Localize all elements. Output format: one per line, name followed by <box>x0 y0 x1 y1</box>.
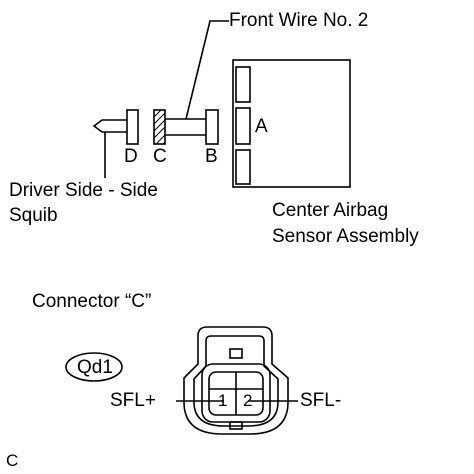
squib-wire-end <box>92 119 103 133</box>
figure-tag: C <box>6 451 19 470</box>
driver-squib-label-line2: Squib <box>9 205 58 226</box>
sensor-slot-top <box>235 66 251 103</box>
connector-code-label: Qd1 <box>77 357 113 378</box>
connector-a-label: A <box>255 116 268 137</box>
sfl-minus-label: SFL- <box>300 390 342 411</box>
connector-face <box>65 326 298 435</box>
sensor-assembly-body <box>232 59 351 188</box>
sensor-label-line1: Center Airbag <box>272 200 389 221</box>
sensor-label-line2: Sensor Assembly <box>272 226 419 247</box>
sfl-plus-label: SFL+ <box>110 390 156 411</box>
connector-bottom-key <box>229 421 243 430</box>
connector-lock-tab <box>229 348 243 359</box>
driver-squib-label-line1: Driver Side - Side <box>9 180 158 201</box>
connector-housing-outer <box>183 326 289 435</box>
connector-c-hatch <box>153 109 166 145</box>
connector-b-shape <box>205 109 219 145</box>
connector-b-label: B <box>205 146 218 167</box>
pin-1-label: 1 <box>218 391 228 410</box>
sensor-slot-a <box>235 107 251 145</box>
connector-d-label: D <box>124 146 138 167</box>
connector-view-title: Connector “C” <box>32 291 152 312</box>
sensor-slot-bottom <box>235 149 251 185</box>
connector-d-shape <box>126 109 139 145</box>
connector-housing-inner <box>193 335 279 427</box>
connector-c-label: C <box>153 146 167 167</box>
connector-code-ellipse <box>65 352 123 382</box>
pin-2-label: 2 <box>243 391 253 410</box>
front-wire-label: Front Wire No. 2 <box>229 10 369 31</box>
front-wire-leader <box>185 20 229 120</box>
